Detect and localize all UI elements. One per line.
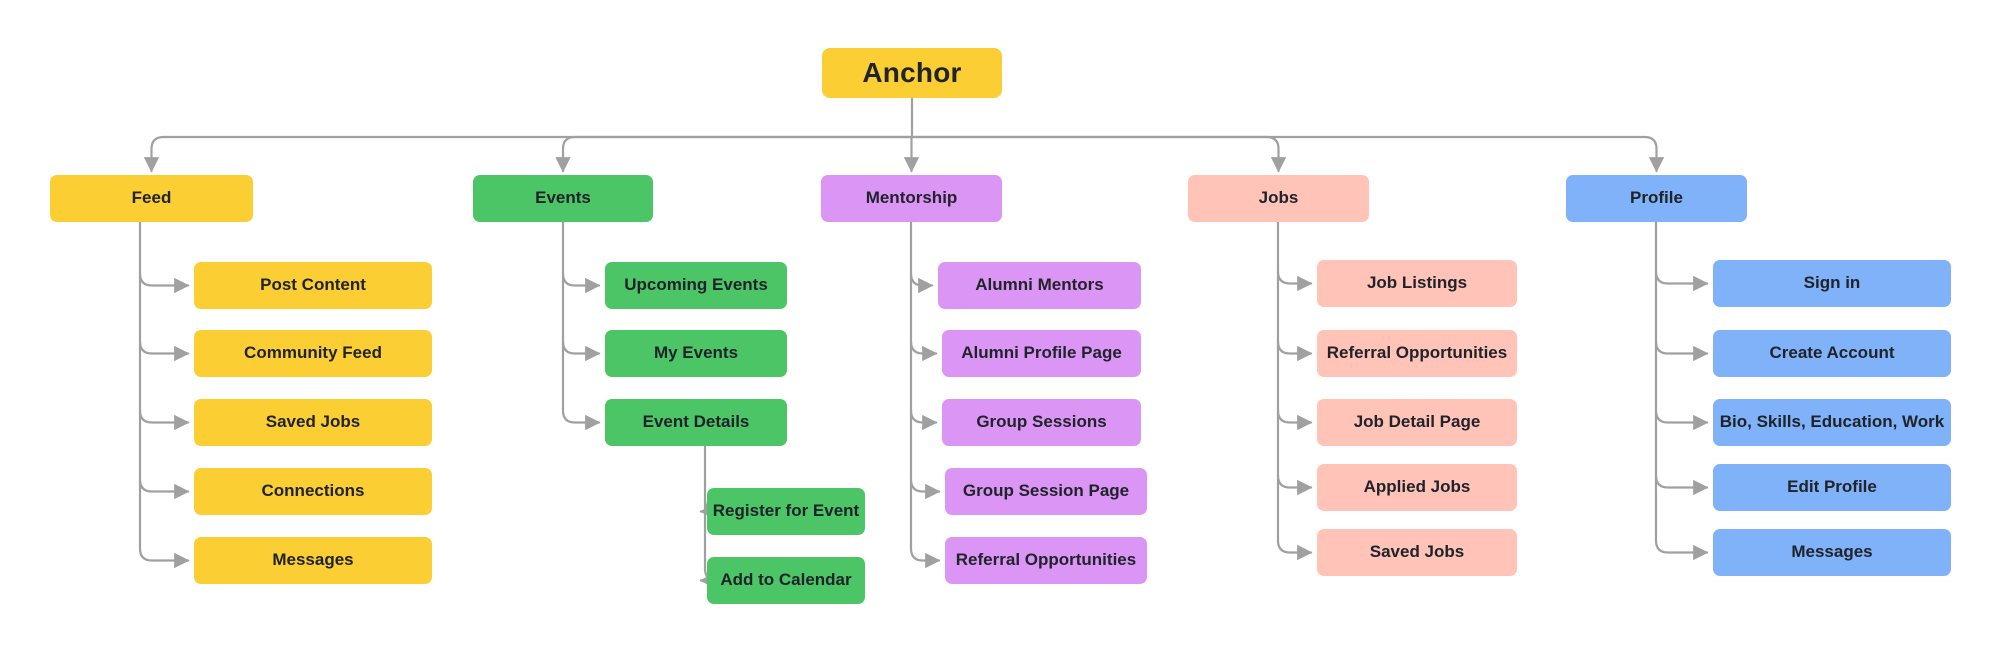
- node-label: Alumni Mentors: [975, 275, 1104, 295]
- page-node-edit-profile[interactable]: Edit Profile: [1713, 464, 1951, 511]
- page-node-saved-jobs[interactable]: Saved Jobs: [194, 399, 432, 446]
- node-label: Event Details: [642, 412, 750, 432]
- page-node-alumni-mentors[interactable]: Alumni Mentors: [938, 262, 1141, 309]
- page-node-group-sessions[interactable]: Group Sessions: [942, 399, 1141, 446]
- node-label: Mentorship: [865, 188, 958, 208]
- page-node-referral-opportunities[interactable]: Referral Opportunities: [1317, 330, 1517, 377]
- page-node-saved-jobs[interactable]: Saved Jobs: [1317, 529, 1517, 576]
- node-label: Messages: [272, 550, 354, 570]
- node-label: Create Account: [1769, 343, 1895, 363]
- node-label: Jobs: [1258, 188, 1299, 208]
- action-node-register-for-event[interactable]: Register for Event: [707, 488, 865, 535]
- node-label: Referral Opportunities: [1326, 343, 1508, 363]
- page-node-messages[interactable]: Messages: [1713, 529, 1951, 576]
- page-node-connections[interactable]: Connections: [194, 468, 432, 515]
- node-label: Sign in: [1803, 273, 1861, 293]
- node-label: Alumni Profile Page: [961, 343, 1122, 363]
- node-label: Job Detail Page: [1353, 412, 1481, 432]
- node-label: Messages: [1791, 542, 1873, 562]
- page-node-job-listings[interactable]: Job Listings: [1317, 260, 1517, 307]
- node-label: My Events: [653, 343, 739, 363]
- action-node-add-to-calendar[interactable]: Add to Calendar: [707, 557, 865, 604]
- node-label: Events: [535, 188, 591, 208]
- node-label: Group Session Page: [962, 481, 1130, 501]
- branch-node-profile[interactable]: Profile: [1566, 175, 1747, 222]
- node-label: Saved Jobs: [265, 412, 361, 432]
- node-label: Anchor: [862, 56, 962, 88]
- branch-node-mentorship[interactable]: Mentorship: [821, 175, 1002, 222]
- node-label: Job Listings: [1366, 273, 1468, 293]
- node-label: Group Sessions: [976, 412, 1107, 432]
- page-node-upcoming-events[interactable]: Upcoming Events: [605, 262, 787, 309]
- node-label: Referral Opportunities: [955, 550, 1137, 570]
- page-node-community-feed[interactable]: Community Feed: [194, 330, 432, 377]
- page-node-bio-skills-education-work[interactable]: Bio, Skills, Education, Work: [1713, 399, 1951, 446]
- node-label: Register for Event: [712, 501, 860, 521]
- node-label: Saved Jobs: [1369, 542, 1465, 562]
- page-node-post-content[interactable]: Post Content: [194, 262, 432, 309]
- page-node-messages[interactable]: Messages: [194, 537, 432, 584]
- node-label: Applied Jobs: [1363, 477, 1471, 497]
- root-node-anchor[interactable]: Anchor: [822, 48, 1002, 98]
- page-node-alumni-profile-page[interactable]: Alumni Profile Page: [942, 330, 1141, 377]
- page-node-event-details[interactable]: Event Details: [605, 399, 787, 446]
- node-label: Edit Profile: [1787, 477, 1877, 497]
- branch-node-jobs[interactable]: Jobs: [1188, 175, 1369, 222]
- page-node-applied-jobs[interactable]: Applied Jobs: [1317, 464, 1517, 511]
- node-label: Feed: [131, 188, 172, 208]
- branch-node-events[interactable]: Events: [473, 175, 653, 222]
- page-node-group-session-page[interactable]: Group Session Page: [945, 468, 1147, 515]
- page-node-my-events[interactable]: My Events: [605, 330, 787, 377]
- node-label: Upcoming Events: [624, 275, 768, 295]
- page-node-job-detail-page[interactable]: Job Detail Page: [1317, 399, 1517, 446]
- node-label: Bio, Skills, Education, Work: [1719, 412, 1945, 432]
- node-label: Community Feed: [244, 343, 382, 363]
- branch-node-feed[interactable]: Feed: [50, 175, 253, 222]
- node-label: Post Content: [260, 275, 366, 295]
- page-node-sign-in[interactable]: Sign in: [1713, 260, 1951, 307]
- page-node-create-account[interactable]: Create Account: [1713, 330, 1951, 377]
- node-label: Add to Calendar: [720, 570, 852, 590]
- node-label: Connections: [261, 481, 365, 501]
- page-node-referral-opportunities[interactable]: Referral Opportunities: [945, 537, 1147, 584]
- node-label: Profile: [1630, 188, 1683, 208]
